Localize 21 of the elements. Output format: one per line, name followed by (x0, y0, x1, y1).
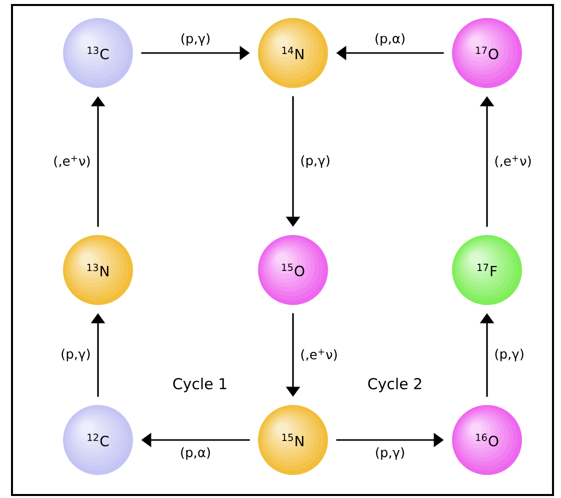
edge-label: (,e$^{+}$ν) (54, 156, 90, 168)
nucleus-ball: $^{13}$N (63, 235, 133, 305)
edge-label: (p,γ) (182, 33, 210, 46)
edge-label: (p,α) (181, 447, 210, 460)
nucleus-ball: $^{13}$C (63, 18, 133, 88)
cycle-label: Cycle 2 (368, 378, 422, 392)
nucleus-ball: $^{17}$F (452, 235, 522, 305)
edge-label: (p,γ) (376, 447, 404, 460)
edge-label: (p,α) (376, 33, 404, 46)
nucleus-ball: $^{15}$N (258, 405, 328, 475)
nucleus-ball: $^{12}$C (63, 405, 133, 475)
edge-label: (p,γ) (62, 348, 90, 362)
nucleus-ball: $^{14}$N (258, 18, 328, 88)
cycle-label: Cycle 1 (173, 378, 226, 392)
nucleus-ball: $^{17}$O (452, 18, 522, 88)
nucleus-ball: $^{15}$O (258, 235, 328, 305)
edge-label: (,e$^{+}$ν) (495, 156, 531, 168)
edge-label: (p,γ) (301, 155, 330, 168)
edge-label: (,e$^{+}$ν) (301, 349, 337, 361)
nucleus-ball: $^{16}$O (452, 405, 522, 475)
edge-label: (p,γ) (495, 348, 524, 362)
